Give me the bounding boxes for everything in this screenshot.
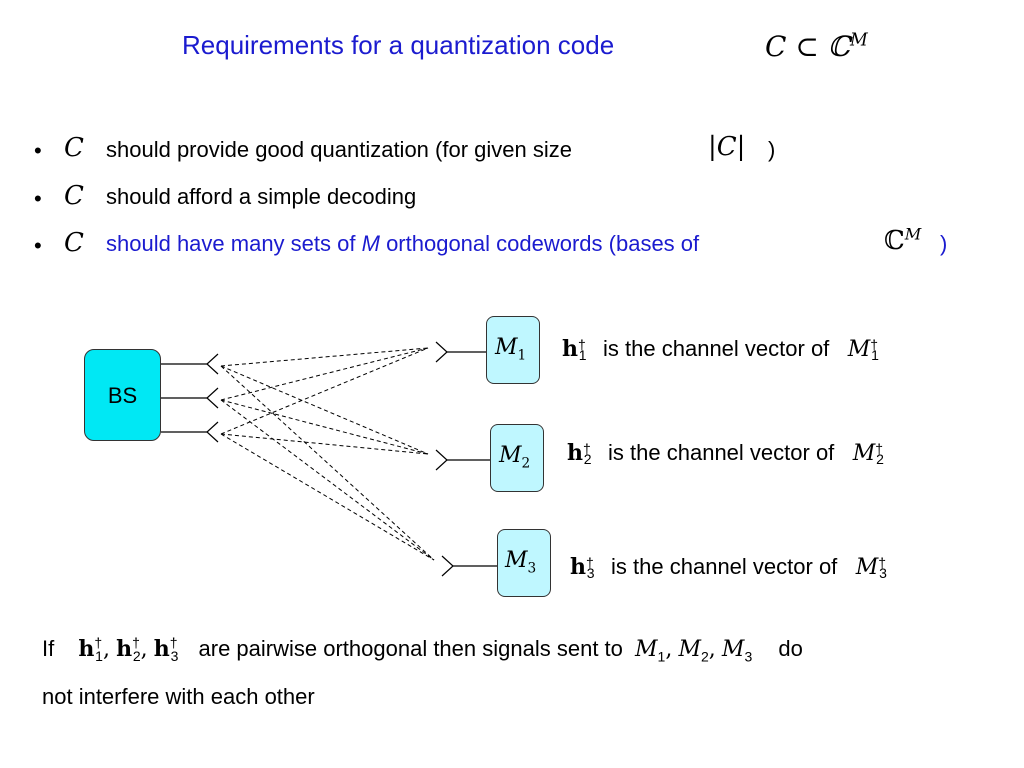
mobile-label: M3 bbox=[505, 548, 537, 577]
mobile-label: M2 bbox=[499, 443, 531, 472]
channel-link bbox=[220, 347, 429, 401]
bullet-math: |C| bbox=[708, 132, 746, 162]
bs-antenna-icon bbox=[206, 421, 219, 443]
channel-link bbox=[220, 399, 429, 455]
title-math: C ⊂ ℂM bbox=[765, 30, 868, 63]
bullet-tail: ) bbox=[940, 231, 948, 256]
channel-link bbox=[220, 347, 429, 367]
channel-link bbox=[220, 433, 435, 561]
channel-link bbox=[220, 365, 435, 561]
conclusion-mobiles: M1, M2, M3 bbox=[635, 637, 753, 665]
mobile-2: M2 bbox=[490, 424, 544, 492]
page-title: Requirements for a quantization code bbox=[182, 30, 615, 60]
bullet-tail: ) bbox=[768, 137, 776, 162]
bullet-marker: • bbox=[34, 233, 42, 258]
conclusion-line-1: If h†1, h†2, h†3 are pairwise orthogonal… bbox=[42, 634, 803, 665]
bullet-marker: • bbox=[34, 138, 42, 163]
mobile-antenna-icon bbox=[435, 341, 448, 363]
channel-link bbox=[220, 399, 435, 561]
bullet-text: should have many sets of M orthogonal co… bbox=[106, 231, 700, 256]
bullet-text: should afford a simple decoding bbox=[106, 184, 417, 209]
mobile-3: M3 bbox=[497, 529, 551, 597]
base-station: BS bbox=[84, 349, 161, 441]
bs-antenna-icon bbox=[206, 387, 219, 409]
mobile-label: M1 bbox=[495, 335, 527, 364]
bullet-var: C bbox=[64, 133, 84, 163]
bullet-marker: • bbox=[34, 186, 42, 211]
channel-row-1: h†1 is the channel vector of M†1 bbox=[562, 336, 879, 364]
bullet-text: should provide good quantization (for gi… bbox=[106, 137, 572, 162]
mobile-1: M1 bbox=[486, 316, 540, 384]
channel-link bbox=[220, 433, 429, 455]
mobile-antenna-icon bbox=[435, 449, 448, 471]
conclusion-line-2: not interfere with each other bbox=[42, 684, 315, 709]
conclusion-h-vectors: h†1, h†2, h†3 bbox=[78, 634, 179, 665]
bullet-math: ℂM bbox=[884, 224, 922, 256]
bs-antenna-icon bbox=[206, 353, 219, 375]
channel-row-3: h†3 is the channel vector of M†3 bbox=[570, 554, 887, 582]
bullet-var: C bbox=[64, 181, 84, 211]
channel-link bbox=[220, 365, 429, 455]
channel-row-2: h†2 is the channel vector of M†2 bbox=[567, 440, 884, 468]
channel-link bbox=[220, 347, 429, 435]
bullet-var: C bbox=[64, 228, 84, 258]
mobile-antenna-icon bbox=[441, 555, 454, 577]
